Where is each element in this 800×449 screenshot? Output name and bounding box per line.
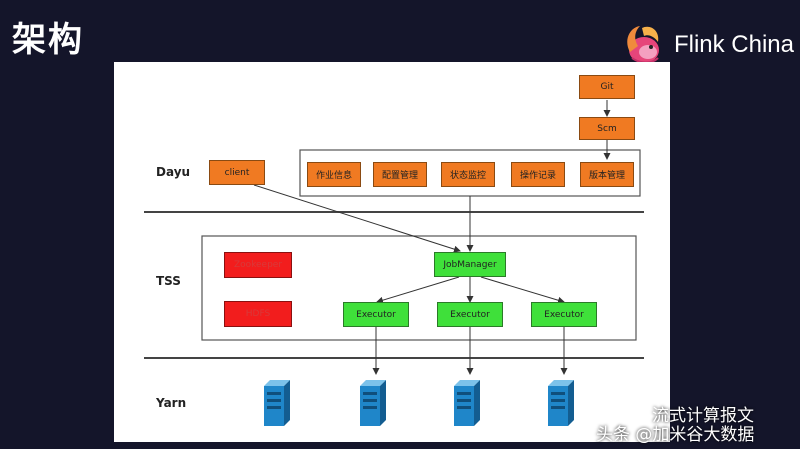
architecture-panel: Dayu TSS Yarn Git Scm client 作业信息 配置管理 状… xyxy=(114,62,670,442)
node-scm: Scm xyxy=(579,117,635,140)
server-icon xyxy=(548,380,574,426)
node-job-info: 作业信息 xyxy=(307,162,361,187)
arrow-jm-exec3 xyxy=(480,276,565,304)
layer-label-yarn: Yarn xyxy=(156,396,187,410)
node-jobmanager: JobManager xyxy=(434,252,506,277)
arrow-client-jobmanager xyxy=(253,184,461,253)
node-version-mgmt: 版本管理 xyxy=(580,162,634,187)
node-op-records: 操作记录 xyxy=(511,162,565,187)
node-status-monitor: 状态监控 xyxy=(441,162,495,187)
watermark-source: 头条 @加米谷大数据 xyxy=(596,425,755,445)
flink-squirrel-icon xyxy=(627,26,659,64)
node-executor-2: Executor xyxy=(437,302,503,327)
wechat-icon xyxy=(625,403,647,422)
brand-name: Flink China xyxy=(673,31,794,58)
node-hdfs: HDFS xyxy=(224,301,292,327)
arrow-jm-exec1 xyxy=(376,276,460,304)
layer-label-tss: TSS xyxy=(156,274,181,288)
server-icon xyxy=(264,380,290,426)
server-icon xyxy=(454,380,480,426)
slide-title: 架构 xyxy=(12,20,84,60)
brand-logo: Flink China xyxy=(620,22,794,68)
watermark-account: 流式计算报文 xyxy=(652,406,754,426)
node-client: client xyxy=(209,160,265,185)
node-executor-3: Executor xyxy=(531,302,597,327)
node-config-mgmt: 配置管理 xyxy=(373,162,427,187)
layer-label-dayu: Dayu xyxy=(156,165,191,179)
node-executor-1: Executor xyxy=(343,302,409,327)
architecture-diagram xyxy=(144,100,644,426)
node-zookeeper: Zookeeper xyxy=(224,252,292,278)
server-icon xyxy=(360,380,386,426)
tss-frame xyxy=(201,235,637,341)
node-git: Git xyxy=(579,75,635,99)
